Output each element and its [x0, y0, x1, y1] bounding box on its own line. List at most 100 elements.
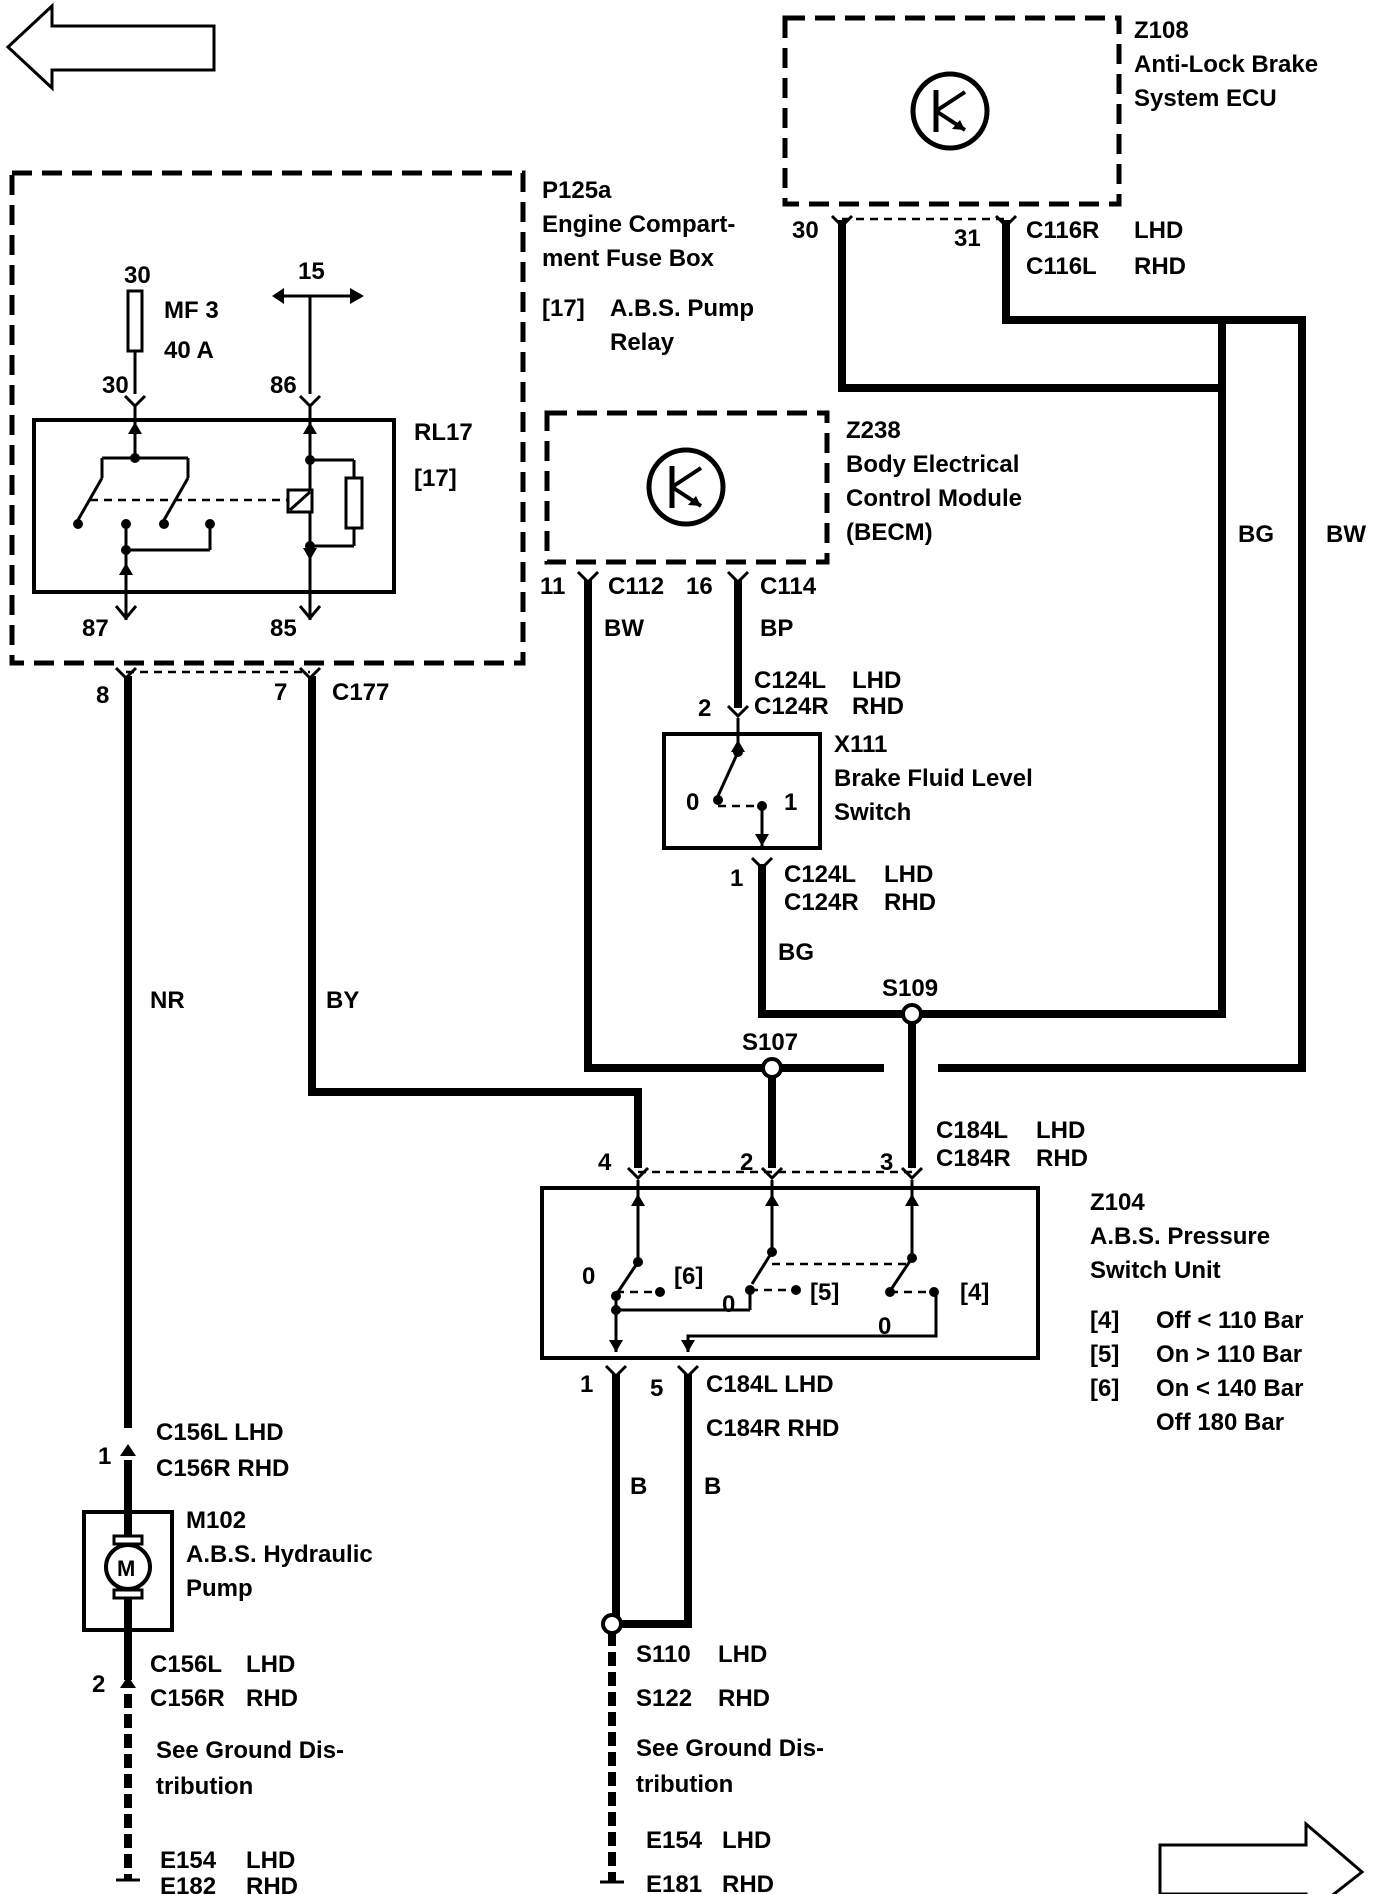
- ground-left-line1: See Ground Dis-: [156, 1737, 344, 1764]
- wire-b-left-label: B: [630, 1473, 647, 1500]
- legend-ref-0: [4]: [1090, 1307, 1119, 1334]
- ground-left-e1: E154: [160, 1847, 217, 1874]
- legend-text-1: On > 110 Bar: [1156, 1341, 1302, 1368]
- c116r-label: C116R: [1026, 217, 1099, 244]
- legend-text-0: Off < 110 Bar: [1156, 1307, 1303, 1334]
- splice-s107: S107: [742, 1029, 798, 1168]
- m102-line1: A.B.S. Hydraulic: [186, 1541, 373, 1568]
- p125a-line1: Engine Compart-: [542, 211, 735, 238]
- c177-pin-8: 8: [96, 682, 109, 709]
- ground-right-line1: See Ground Dis-: [636, 1735, 824, 1762]
- c156-top-pin: 1: [98, 1443, 111, 1470]
- ground-right-e1: E154: [646, 1827, 703, 1854]
- s110-l-side: LHD: [718, 1641, 767, 1668]
- x111-pin-2: 2: [698, 695, 711, 722]
- rl17-ref: [17]: [414, 465, 457, 492]
- wire-bg-x111-label: BG: [778, 939, 814, 966]
- feed15-pin-86: 86: [270, 372, 297, 399]
- x111-pos1: 1: [784, 789, 797, 816]
- c184-top-r-side: RHD: [1036, 1145, 1088, 1172]
- wire-bp-becm-label: BP: [760, 615, 793, 642]
- rl17-relay: RL17 [17]: [32, 406, 473, 642]
- p125a-id: P125a: [542, 177, 612, 204]
- fuse-pin-top: 30: [124, 262, 151, 289]
- wire-by: [308, 676, 642, 1168]
- fuse-pin-bottom: 30: [102, 372, 129, 399]
- transistor-icon: [910, 71, 990, 151]
- sw5-ref: [5]: [810, 1279, 839, 1306]
- ground-left-line2: tribution: [156, 1773, 253, 1800]
- wire-by-label: BY: [326, 987, 359, 1014]
- c124-top-l: C124L: [754, 667, 826, 694]
- rl17-id: RL17: [414, 419, 473, 446]
- c116l-side: RHD: [1134, 253, 1186, 280]
- m102-hydraulic-pump: M M102 A.B.S. Hydraulic Pump: [82, 1460, 373, 1680]
- c184-pin-2: 2: [740, 1149, 753, 1176]
- c177-name: C177: [332, 679, 389, 706]
- ground-left-e2: E182: [160, 1873, 216, 1894]
- c124-bot-r-side: RHD: [884, 889, 936, 916]
- legend-ref-1: [5]: [1090, 1341, 1119, 1368]
- x111-pos0: 0: [686, 789, 699, 816]
- c156-bot-pin: 2: [92, 1671, 105, 1698]
- z238-line3: (BECM): [846, 519, 933, 546]
- wire-bg-right-label: BG: [1238, 521, 1274, 548]
- sw4-zero: 0: [878, 1313, 891, 1340]
- c184b-l: C184L LHD: [706, 1371, 834, 1398]
- x111-line2: Switch: [834, 799, 911, 826]
- wire-bw-becm-label: BW: [604, 615, 644, 642]
- wire-b-right: [616, 1374, 692, 1628]
- z238-id: Z238: [846, 417, 901, 444]
- c114-label: C114: [760, 573, 817, 600]
- c124-top-l-side: LHD: [852, 667, 901, 694]
- sw5-zero: 0: [722, 1291, 735, 1318]
- c116l-label: C116L: [1026, 253, 1097, 280]
- relay-ref: [17]: [542, 295, 585, 322]
- ground-right-e2-side: RHD: [722, 1871, 774, 1894]
- ground-left-e1-side: LHD: [246, 1847, 295, 1874]
- wire-b-right-label: B: [704, 1473, 721, 1500]
- c184-pin-4: 4: [598, 1149, 612, 1176]
- feed15-pin-top: 15: [298, 258, 325, 285]
- left-arrow-icon[interactable]: [5, 2, 216, 92]
- x111-line1: Brake Fluid Level: [834, 765, 1033, 792]
- relay-line1: A.B.S. Pump: [610, 295, 754, 322]
- feed-15: 15 86: [270, 258, 364, 409]
- c156-bot-r: C156R: [150, 1685, 225, 1712]
- c124-bot-l-side: LHD: [884, 861, 933, 888]
- z238-line1: Body Electrical: [846, 451, 1019, 478]
- z108-abs-ecu: Z108 Anti-Lock Brake System ECU 30 31 C1…: [782, 15, 1318, 280]
- wire-bg-right: [838, 220, 1222, 392]
- z104-pressure-switch-unit: 0 [6] 0 [5] 0 [4] Z104 A.B.S. Pressure S…: [540, 1180, 1303, 1436]
- c184-top-connector: 4 2 3 C184L LHD C184R RHD: [598, 1117, 1088, 1181]
- c156-top-connector: 1 C156L LHD C156R RHD: [98, 1419, 289, 1482]
- wire-bw-becm: [584, 580, 884, 1072]
- c124-bot-r: C124R: [784, 889, 859, 916]
- splice-s109: S109: [882, 975, 938, 1168]
- sw6-zero: 0: [582, 1263, 595, 1290]
- sw4-ref: [4]: [960, 1279, 989, 1306]
- wire-nr-label: NR: [150, 987, 185, 1014]
- pressure-legend: [4] Off < 110 Bar [5] On > 110 Bar [6] O…: [1090, 1307, 1303, 1436]
- z108-pin-30: 30: [792, 217, 819, 244]
- z238-becm: Z238 Body Electrical Control Module (BEC…: [540, 410, 1022, 600]
- c124-bot-l: C124L: [784, 861, 856, 888]
- p125a-line2: ment Fuse Box: [542, 245, 715, 272]
- x111-pin-1: 1: [730, 865, 743, 892]
- s107-label: S107: [742, 1029, 798, 1056]
- c156-bot-r-side: RHD: [246, 1685, 298, 1712]
- ground-left-e2-side: RHD: [246, 1873, 298, 1894]
- sw6-ref: [6]: [674, 1263, 703, 1290]
- splice-s110: S110 LHD S122 RHD See Ground Dis- tribut…: [600, 1613, 824, 1894]
- c184-bottom-connector: 1 5 C184L LHD C184R RHD: [580, 1364, 839, 1442]
- c177-pin-7: 7: [274, 679, 287, 706]
- ground-right-line2: tribution: [636, 1771, 733, 1798]
- z108-line2: System ECU: [1134, 85, 1277, 112]
- c112-label: C112: [608, 573, 664, 600]
- wire-bw-right-label: BW: [1326, 521, 1366, 548]
- c177-connector: 8 7 C177: [96, 666, 389, 709]
- c156-top-r: C156R RHD: [156, 1455, 289, 1482]
- right-arrow-icon[interactable]: [1158, 1820, 1365, 1894]
- z238-pin-16: 16: [686, 573, 713, 600]
- motor-symbol: M: [117, 1556, 135, 1581]
